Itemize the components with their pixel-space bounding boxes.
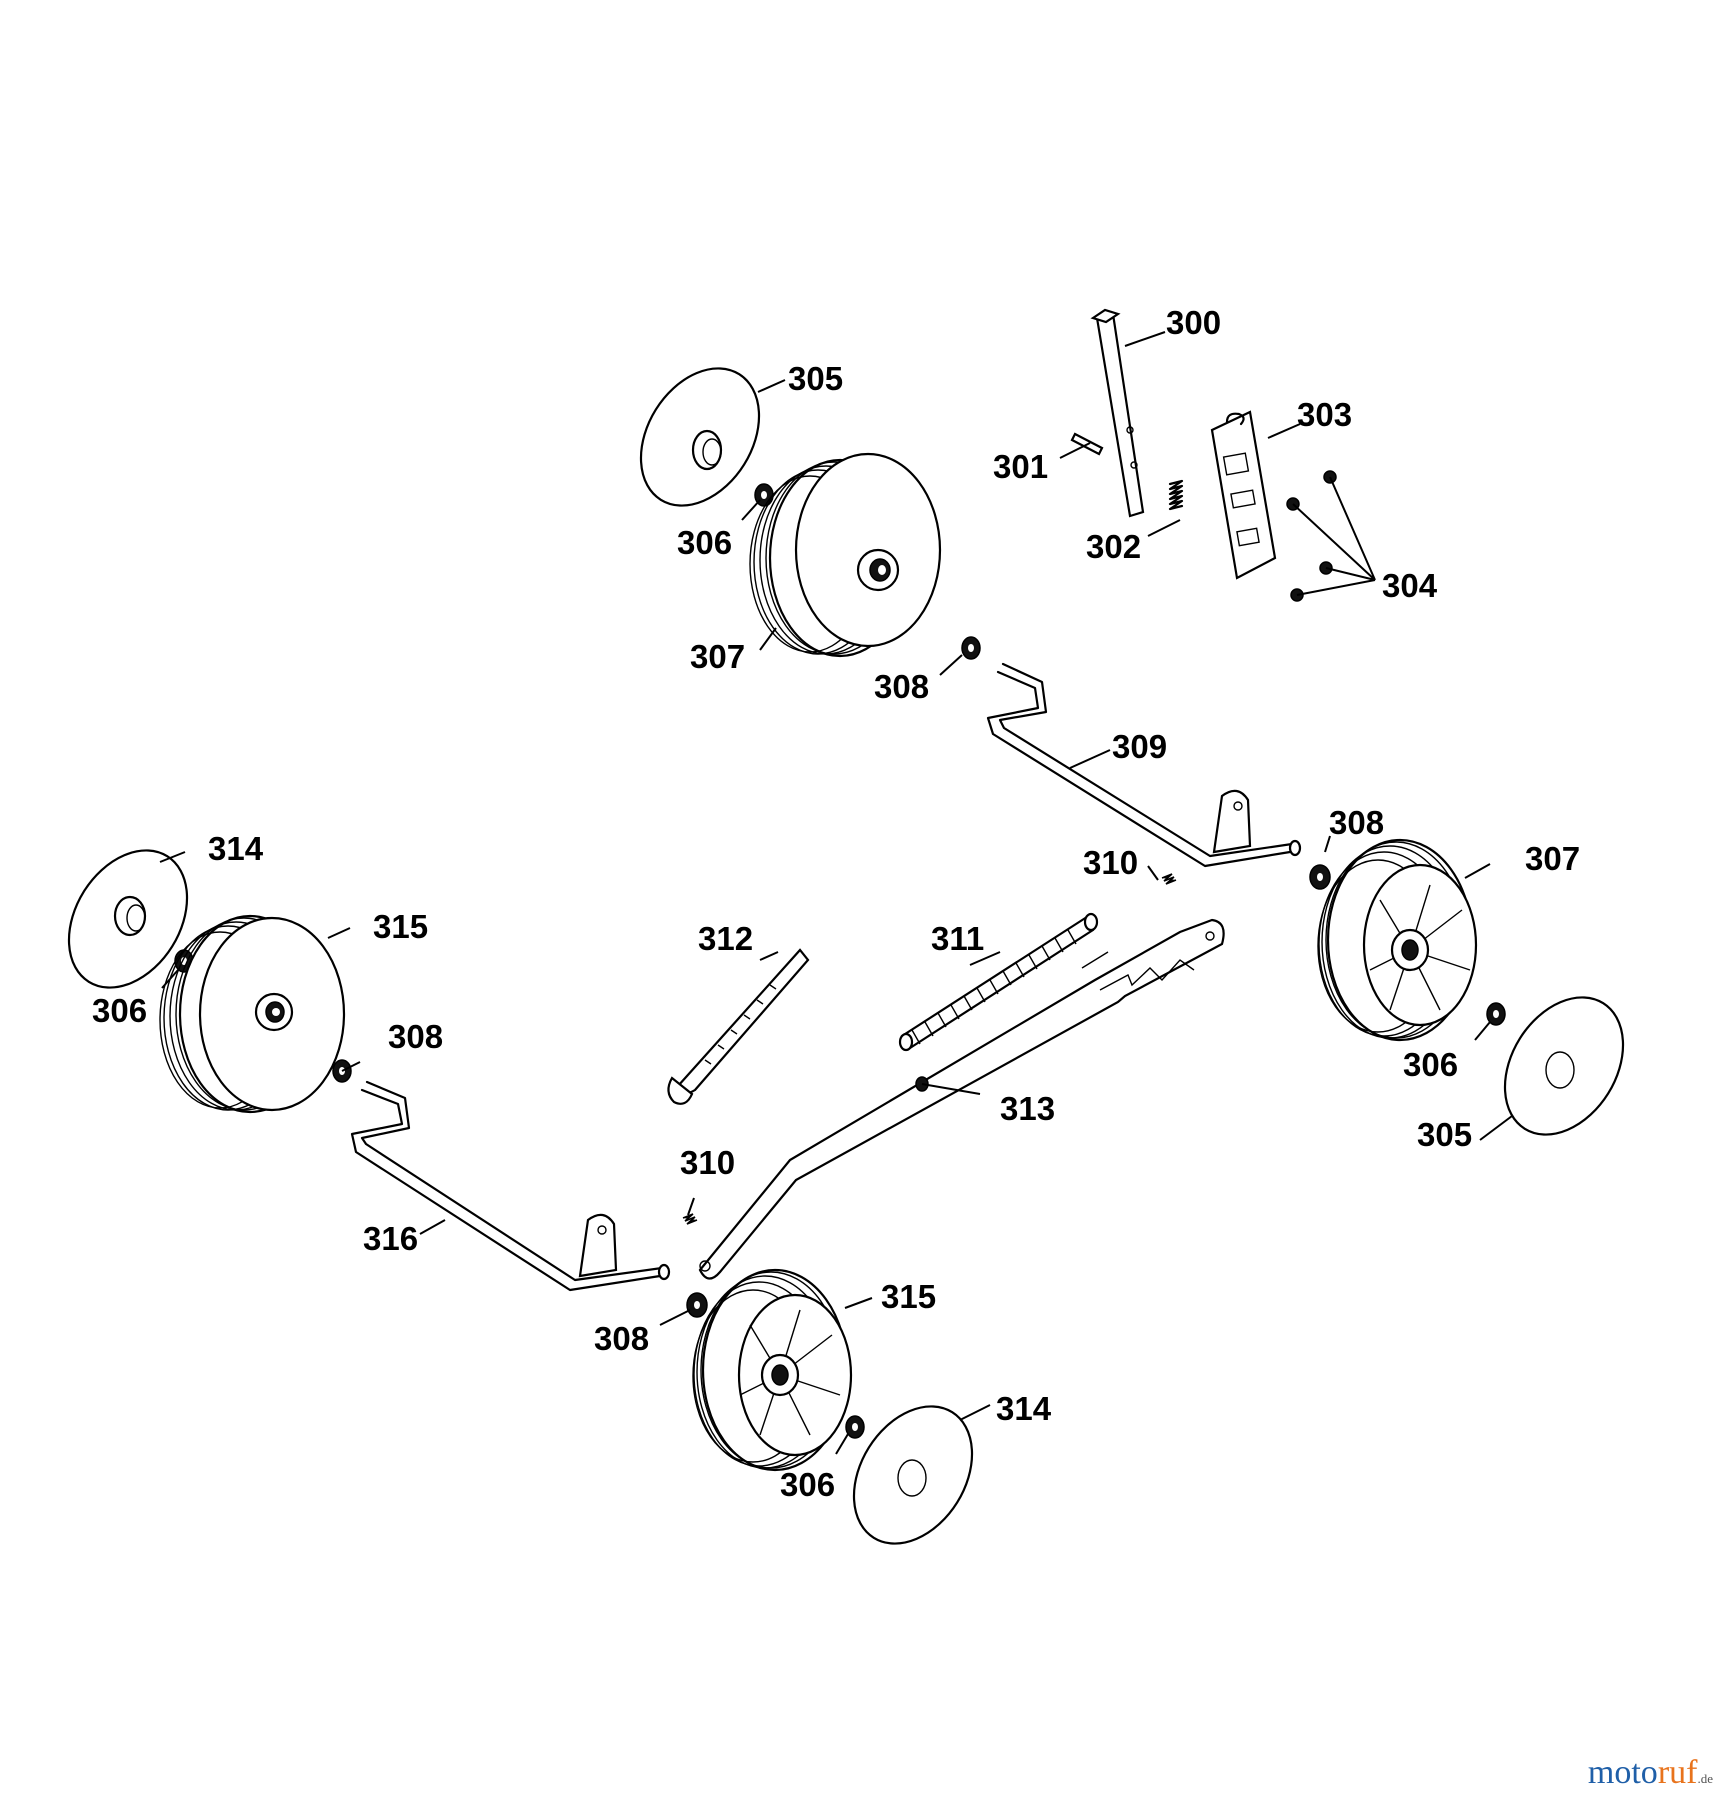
part-308-washer-top	[961, 636, 981, 660]
label-307-top: 307	[690, 638, 745, 675]
watermark-part-1: moto	[1587, 1754, 1658, 1791]
label-308-top: 308	[874, 668, 929, 705]
label-306-left: 306	[92, 992, 147, 1029]
part-315-wheel-left	[159, 914, 346, 1114]
part-312-toothed-segment	[667, 948, 810, 1105]
leader-lines	[159, 331, 1513, 1455]
part-302-spring	[1168, 479, 1184, 511]
part-305-hubcap-top	[639, 367, 761, 507]
watermark-part-3: .de	[1697, 1771, 1713, 1786]
label-305-right: 305	[1417, 1116, 1472, 1153]
part-310-clip-upper	[1161, 873, 1177, 885]
label-312: 312	[698, 920, 753, 957]
label-306-bottom: 306	[780, 1466, 835, 1503]
part-315-wheel-bottom	[692, 1268, 853, 1472]
label-302: 302	[1086, 528, 1141, 565]
label-311: 311	[931, 920, 984, 957]
part-310-clip-lower	[682, 1213, 698, 1225]
label-308-left: 308	[388, 1018, 443, 1055]
label-306-right: 306	[1403, 1046, 1458, 1083]
part-308-washer-bottom	[686, 1292, 708, 1318]
label-315-left: 315	[373, 908, 428, 945]
part-314-hubcap-bottom	[852, 1405, 974, 1545]
label-316: 316	[363, 1220, 418, 1257]
part-307-wheel-right	[1317, 838, 1478, 1042]
part-300-adjust-bar	[1090, 308, 1145, 518]
label-303: 303	[1297, 396, 1352, 433]
label-310-lower: 310	[680, 1144, 735, 1181]
label-300: 300	[1166, 304, 1221, 341]
label-314-left: 314	[208, 830, 264, 867]
part-306-washer-bottom	[845, 1415, 865, 1439]
part-316-axle	[350, 1080, 671, 1292]
label-301: 301	[993, 448, 1048, 485]
part-306-washer-right	[1486, 1002, 1506, 1026]
label-306-top: 306	[677, 524, 732, 561]
label-308-right: 308	[1329, 804, 1384, 841]
label-309: 309	[1112, 728, 1167, 765]
label-307-right: 307	[1525, 840, 1580, 877]
label-304: 304	[1382, 567, 1438, 604]
label-310-upper: 310	[1083, 844, 1138, 881]
part-309-axle	[986, 662, 1302, 868]
label-314-bottom: 314	[996, 1390, 1052, 1427]
part-304-screws	[1286, 470, 1337, 602]
part-311-spring	[898, 912, 1099, 1052]
label-315-bottom: 315	[881, 1278, 936, 1315]
part-314-hubcap-left	[67, 849, 189, 989]
label-313: 313	[1000, 1090, 1055, 1127]
part-305-hubcap-right	[1503, 996, 1625, 1136]
part-303-bracket-plate	[1210, 410, 1277, 580]
part-number-labels: 300 301 302 303 304 305 306 307 308 309 …	[92, 304, 1580, 1503]
label-308-bottom: 308	[594, 1320, 649, 1357]
part-313-adjust-lever	[698, 918, 1225, 1280]
watermark-logo: motoruf.de	[1588, 1754, 1713, 1792]
label-305-top: 305	[788, 360, 843, 397]
watermark-part-2: ruf	[1657, 1754, 1698, 1791]
part-308-washer-right	[1309, 864, 1331, 890]
part-307-wheel-top	[749, 452, 942, 658]
